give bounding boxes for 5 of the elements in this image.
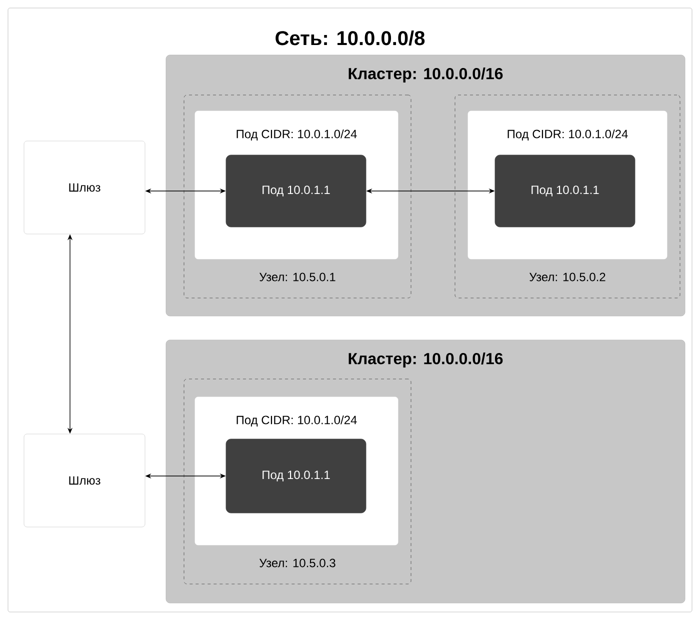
pod-box: Под 10.0.1.1 bbox=[226, 154, 366, 228]
gateway-box: Шлюз bbox=[24, 434, 146, 528]
gateway-box: Шлюз bbox=[24, 140, 146, 234]
pod-box: Под 10.0.1.1 bbox=[494, 154, 636, 228]
pod-box: Под 10.0.1.1 bbox=[226, 438, 366, 514]
